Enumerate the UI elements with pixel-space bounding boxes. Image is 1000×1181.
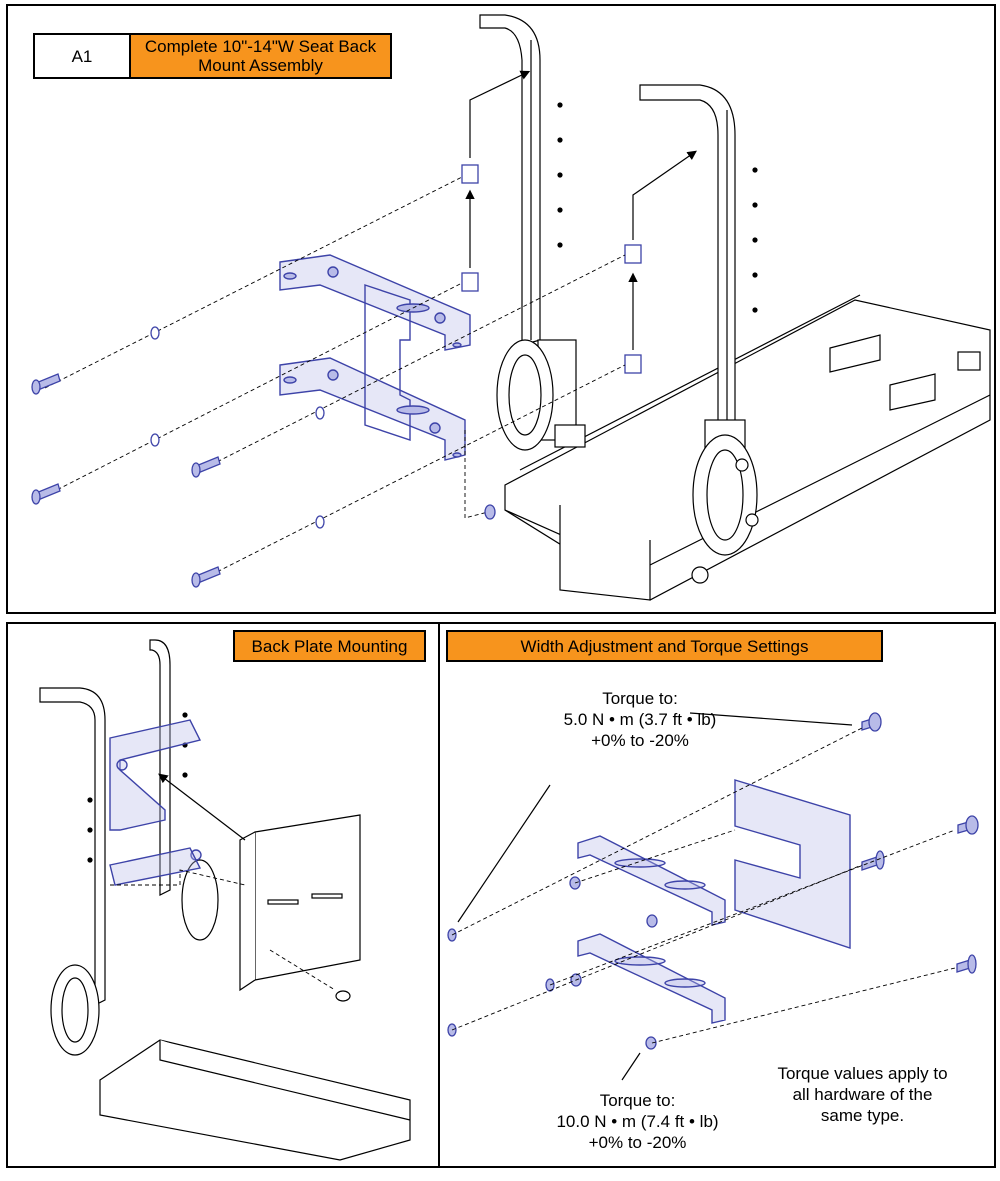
- torque-bottom-line1: Torque to:: [599, 1091, 676, 1110]
- assembly-arrows: [158, 773, 246, 841]
- panel-a1-assembly: [6, 4, 996, 614]
- assembly-arrows: [465, 70, 697, 350]
- torque-note: Torque values apply to all hardware of t…: [760, 1063, 965, 1126]
- screw-icon: [31, 373, 496, 588]
- bracket-plate-icon: [109, 719, 202, 886]
- back-cane-icon: [479, 14, 586, 451]
- back-cane-icon: [639, 84, 759, 584]
- washer-icon: [150, 326, 325, 529]
- width-adjustment-title-box: Width Adjustment and Torque Settings: [446, 630, 883, 662]
- screw-icon: [335, 990, 351, 1002]
- alignment-lines: [451, 727, 956, 1044]
- torque-note-line2: all hardware of the: [792, 1085, 933, 1104]
- torque-top-line3: +0% to -20%: [591, 731, 689, 750]
- back-plate-title: Back Plate Mounting: [251, 636, 408, 656]
- torque-top-callout: Torque to: 5.0 N • m (3.7 ft • lb) +0% t…: [530, 688, 750, 751]
- width-adjustment-title: Width Adjustment and Torque Settings: [520, 636, 809, 656]
- torque-note-line3: same type.: [820, 1106, 905, 1125]
- leader-lines: [457, 712, 853, 1081]
- torque-bottom-line2: 10.0 N • m (7.4 ft • lb): [556, 1112, 719, 1131]
- panel-width-adjustment: [438, 622, 996, 1168]
- torque-bottom-callout: Torque to: 10.0 N • m (7.4 ft • lb) +0% …: [520, 1090, 755, 1153]
- callout-id-label: A1: [71, 46, 93, 66]
- bracket-plate-icon: [279, 254, 471, 461]
- torque-bottom-line3: +0% to -20%: [588, 1133, 687, 1152]
- alignment-lines: [44, 176, 626, 579]
- alignment-lines: [110, 869, 336, 991]
- back-plate-drawing: [39, 639, 411, 1161]
- width-bracket-drawing: [577, 779, 851, 1024]
- assembly-title: Complete 10"-14"W Seat Back Mount Assemb…: [144, 37, 377, 75]
- panel-back-plate: [6, 622, 440, 1168]
- nut-icon: [447, 876, 658, 1050]
- torque-top-line2: 5.0 N • m (3.7 ft • lb): [563, 710, 717, 729]
- back-plate-title-box: Back Plate Mounting: [233, 630, 426, 662]
- clip-insert-icon: [461, 164, 642, 374]
- torque-note-line1: Torque values apply to: [777, 1064, 948, 1083]
- callout-id-box: A1: [33, 33, 131, 79]
- screw-icon: [861, 712, 979, 974]
- assembly-title-box: Complete 10"-14"W Seat Back Mount Assemb…: [129, 33, 392, 79]
- torque-top-line1: Torque to:: [602, 689, 678, 708]
